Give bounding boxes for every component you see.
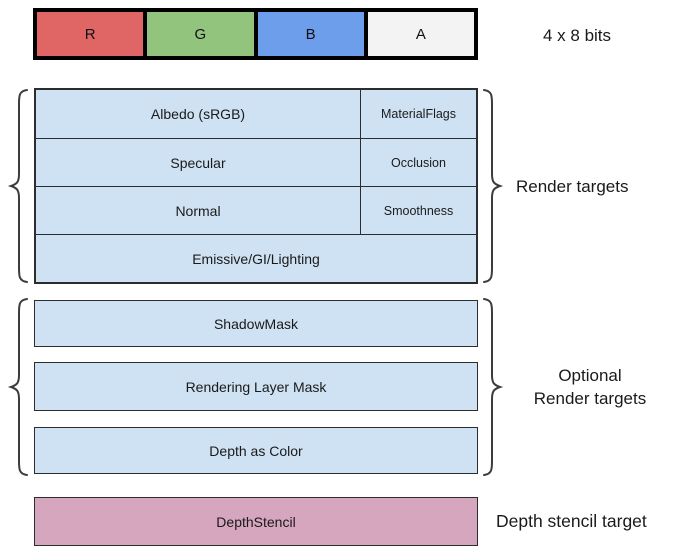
table-row: Specular Occlusion (36, 138, 476, 186)
specular-cell: Specular (170, 154, 226, 171)
optional-label-line2: Render targets (533, 389, 647, 408)
albedo-cell: Albedo (sRGB) (150, 106, 246, 122)
depth-stencil-target-label: Depth stencil target (496, 511, 647, 531)
channel-cell-a: A (365, 10, 476, 58)
table-row: Albedo (sRGB) MaterialFlags (36, 90, 476, 138)
smoothness-cell: Smoothness (360, 187, 476, 234)
depth-as-color-box: Depth as Color (34, 427, 478, 474)
materialflags-cell: MaterialFlags (360, 90, 476, 138)
optional-label-line1: Optional (558, 366, 622, 385)
left-brace-icon (6, 297, 30, 477)
channel-cell-g: G (145, 10, 256, 58)
right-brace-icon (481, 88, 505, 284)
table-row: Emissive/GI/Lighting (36, 234, 476, 282)
emissive-cell: Emissive/GI/Lighting (192, 250, 320, 267)
occlusion-cell: Occlusion (360, 139, 476, 186)
channel-cell-r: R (35, 10, 146, 58)
left-brace-icon (6, 88, 30, 284)
channel-cell-b: B (255, 10, 366, 58)
depthstencil-box: DepthStencil (34, 497, 478, 546)
render-targets-label: Render targets (516, 177, 629, 196)
pixel-format-bar: R G B A (33, 8, 478, 60)
right-brace-icon (481, 297, 505, 477)
render-targets-table: Albedo (sRGB) MaterialFlags Specular Occ… (34, 88, 478, 284)
bits-per-channel-label: 4 x 8 bits (543, 26, 612, 45)
optional-render-targets-label: Optional Render targets (505, 364, 675, 410)
normal-cell: Normal (175, 202, 221, 219)
shadowmask-box: ShadowMask (34, 300, 478, 347)
table-row: Normal Smoothness (36, 186, 476, 234)
rendering-layer-mask-box: Rendering Layer Mask (34, 362, 478, 411)
